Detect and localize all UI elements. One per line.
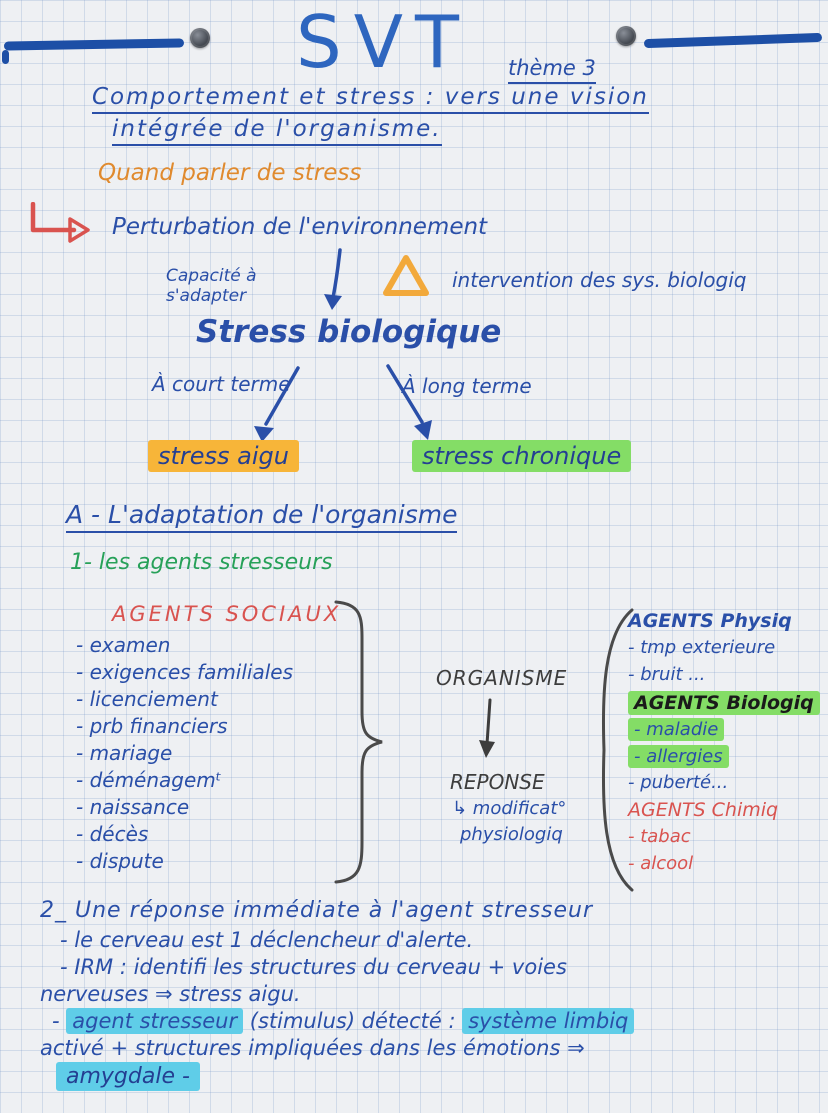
stress-bio-heading: Stress biologique — [196, 314, 502, 350]
systeme-limbique-highlight: système limbiq — [462, 1008, 635, 1034]
page-title: SVT — [296, 0, 471, 84]
theme-label: thème 3 — [508, 56, 596, 84]
capacity-line-1: Capacité à — [166, 266, 257, 286]
list-item: - prb financiers — [76, 714, 228, 738]
list-item: - dispute — [76, 849, 164, 873]
agents-sociaux-list: - examen - exigences familiales - licenc… — [76, 632, 293, 875]
branch-arrow-icon — [26, 202, 94, 248]
question-heading: Quand parler de stress — [98, 160, 362, 186]
section-a-subtitle: 1- les agents stresseurs — [70, 550, 333, 575]
agents-right-column: AGENTS Physiq - tmp exterieure - bruit .… — [628, 610, 820, 880]
down-arrow-icon — [316, 248, 356, 314]
agents-physiq-title: AGENTS Physiq — [628, 610, 792, 632]
list-item: - naissance — [76, 795, 190, 819]
organisme-label: ORGANISME — [436, 666, 568, 690]
section-2-line-5: activé + structures impliquées dans les … — [40, 1036, 585, 1060]
list-item: - allergies — [628, 745, 729, 768]
long-term-label: À long terme — [402, 374, 532, 398]
marker-line-right — [643, 32, 823, 49]
physio-label: physiologiq — [460, 824, 563, 845]
agent-stresseur-highlight: agent stresseur — [66, 1008, 244, 1034]
perturbation-text: Perturbation de l'environnement — [112, 214, 488, 240]
list-item: - licenciement — [76, 687, 218, 711]
marker-line-left — [3, 38, 185, 51]
list-item: - examen — [76, 633, 171, 657]
section-2-line-3: nerveuses ⇒ stress aigu. — [40, 982, 301, 1006]
binder-hole-right — [616, 26, 636, 46]
short-term-arrow-icon — [246, 366, 308, 446]
section-2-line-1: - le cerveau est 1 déclencheur d'alerte. — [60, 928, 474, 952]
capacity-label: Capacité à s'adapter — [166, 266, 257, 307]
stress-chronique-highlight: stress chronique — [412, 440, 632, 472]
list-item: - tabac — [628, 826, 691, 847]
intervention-text: intervention des sys. biologiq — [452, 268, 747, 292]
section-2-line-2: - IRM : identifi les structures du cerve… — [60, 955, 567, 979]
reponse-label: REPONSE — [450, 770, 545, 794]
capacity-line-2: s'adapter — [166, 286, 247, 307]
modification-label: ↳ modificat° — [452, 798, 567, 819]
section-2-title: 2_ Une réponse immédiate à l'agent stres… — [40, 898, 594, 923]
list-item: - alcool — [628, 853, 694, 874]
list-item: - tmp exterieure — [628, 637, 776, 658]
section-a-title: A - L'adaptation de l'organisme — [66, 500, 458, 533]
agents-chimiq-title: AGENTS Chimiq — [628, 799, 779, 821]
amygdale-highlight: amygdale - — [56, 1062, 200, 1091]
list-item: - maladie — [628, 718, 725, 741]
list-item: - mariage — [76, 741, 173, 765]
marker-tick — [2, 50, 9, 64]
stress-aigu-highlight: stress aigu — [148, 440, 300, 472]
list-item: - puberté... — [628, 772, 729, 793]
left-brace-icon — [330, 596, 390, 888]
section-2-line-4: - agent stresseur (stimulus) détecté : s… — [52, 1008, 635, 1034]
binder-hole-left — [190, 28, 210, 48]
short-term-label: À court terme — [152, 372, 291, 396]
list-item: - bruit ... — [628, 664, 706, 685]
subtitle-line-2: intégrée de l'organisme. — [112, 116, 442, 146]
warning-triangle-icon — [382, 254, 430, 298]
list-item: - décès — [76, 822, 149, 846]
long-term-arrow-icon — [380, 364, 442, 444]
agents-sociaux-title: AGENTS SOCIAUX — [112, 602, 342, 626]
list-item: - exigences familiales — [76, 660, 294, 684]
list-item: - déménagemᵗ — [76, 768, 222, 792]
line-4-mid: (stimulus) détecté : — [249, 1009, 456, 1033]
organisme-arrow-icon — [470, 698, 506, 762]
line-4-dash: - — [52, 1009, 60, 1033]
subtitle-line-1: Comportement et stress : vers une vision — [92, 84, 649, 114]
agents-bio-title: AGENTS Biologiq — [628, 691, 820, 715]
right-brace-icon — [596, 606, 640, 894]
